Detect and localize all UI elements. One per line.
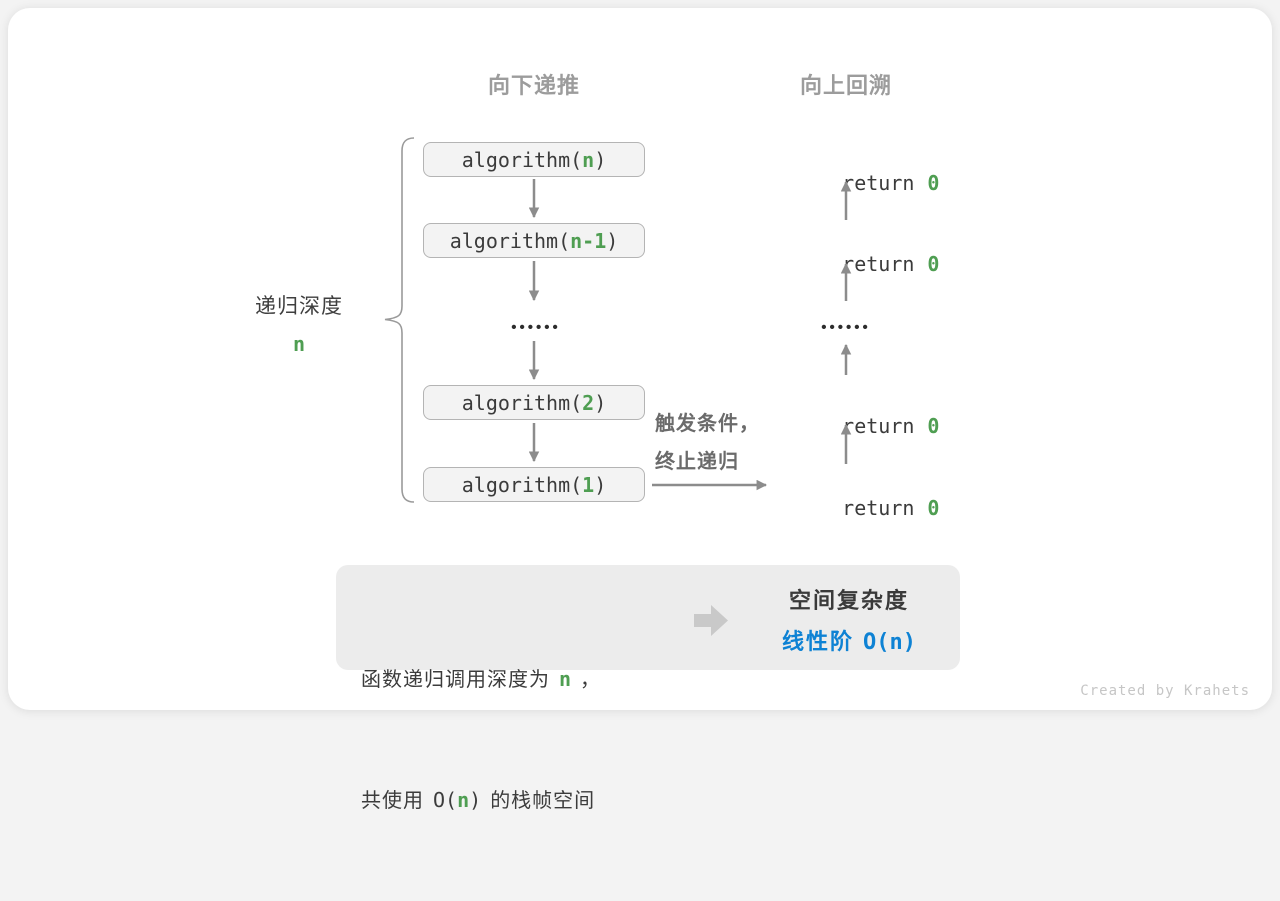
ellipsis-left: ••••••: [511, 319, 561, 336]
call-arg: 1: [582, 472, 595, 497]
summary-line1: 函数递归调用深度为 n ，: [361, 659, 601, 700]
call-suffix: ): [606, 228, 619, 253]
call-box-algorithm-n: algorithm(n): [423, 142, 645, 177]
return-value: 0: [927, 496, 940, 520]
summary-line2-var: n: [457, 788, 470, 812]
ellipsis-right: ••••••: [821, 319, 871, 336]
call-prefix: algorithm(: [461, 390, 583, 415]
depth-brace: [384, 137, 415, 503]
base-case-line1: 触发条件，: [655, 413, 760, 435]
return-value: 0: [927, 414, 940, 438]
summary-panel: [336, 565, 960, 670]
complexity-class-label: 线性阶: [782, 629, 855, 654]
call-box-algorithm-2: algorithm(2): [423, 385, 645, 420]
summary-big-o-open: O(: [433, 788, 458, 812]
return-keyword: return: [842, 496, 915, 520]
return-row: return 0: [794, 390, 939, 462]
return-value: 0: [927, 252, 940, 276]
call-box-algorithm-1: algorithm(1): [423, 467, 645, 502]
summary-line2-post: 的栈帧空间: [490, 790, 596, 812]
header-recurse-down: 向下递推: [487, 73, 580, 98]
call-prefix: algorithm(: [461, 147, 583, 172]
call-prefix: algorithm(: [449, 228, 571, 253]
call-box-algorithm-n-1: algorithm(n-1): [423, 223, 645, 258]
recursion-depth-text: 递归深度: [255, 295, 343, 318]
return-row: return 0: [794, 472, 939, 544]
call-prefix: algorithm(: [461, 472, 583, 497]
base-case-line2: 终止递归: [655, 451, 739, 473]
summary-line1-var: n: [559, 667, 572, 691]
diagram-card: 向下递推 向上回溯 递归深度 n algorithm(n) algorithm(…: [8, 8, 1272, 812]
summary-line1-pre: 函数递归调用深度为: [361, 669, 550, 691]
recursion-depth-variable: n: [292, 332, 306, 356]
call-arg: 2: [582, 390, 595, 415]
return-value: 0: [927, 171, 940, 195]
call-arg: n-1: [570, 228, 607, 253]
call-suffix: ): [594, 390, 607, 415]
call-suffix: ): [594, 472, 607, 497]
header-backtrack-up: 向上回溯: [799, 73, 892, 98]
call-suffix: ): [594, 147, 607, 172]
return-keyword: return: [842, 171, 915, 195]
return-row: return 0: [794, 228, 939, 300]
summary-line2: 共使用 O(n) 的栈帧空间: [361, 780, 601, 821]
conclusion-block: 空间复杂度 线性阶 O(n): [744, 583, 954, 656]
watermark-credit: Created by Krahets: [1080, 683, 1250, 699]
return-keyword: return: [842, 252, 915, 276]
complexity-notation: O(n): [863, 630, 916, 655]
return-keyword: return: [842, 414, 915, 438]
space-complexity-title: 空间复杂度: [788, 588, 909, 613]
space-complexity-result: 线性阶 O(n): [744, 624, 954, 656]
call-arg: n: [582, 147, 595, 172]
return-row: return 0: [794, 147, 939, 219]
summary-line1-post: ，: [580, 669, 602, 691]
summary-line2-pre: 共使用: [361, 790, 424, 812]
recursion-depth-label: 递归深度 n: [244, 290, 354, 356]
summary-big-o-close: ): [469, 788, 482, 812]
base-case-label: 触发条件， 终止递归: [655, 405, 785, 481]
